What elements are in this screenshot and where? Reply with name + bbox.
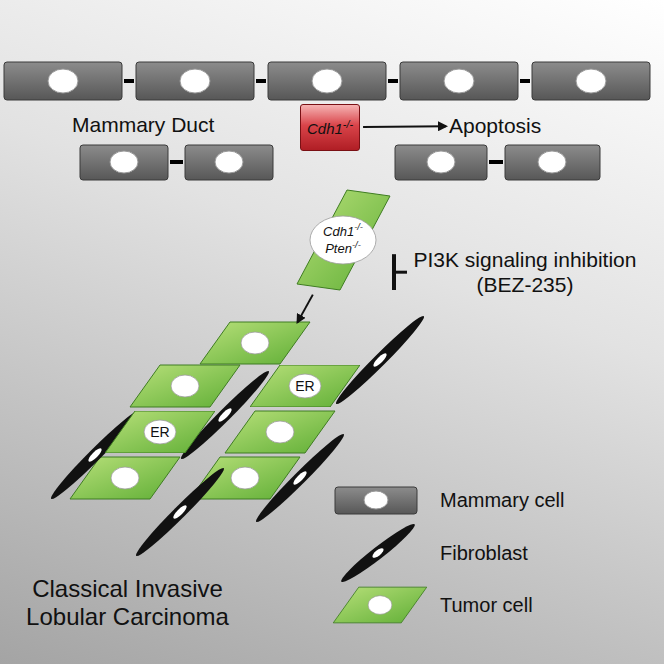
inhibition-connector bbox=[394, 271, 407, 274]
mammary-duct-row bbox=[4, 62, 650, 100]
tumor-cluster bbox=[47, 312, 428, 560]
genotype-superscript: -/- bbox=[354, 222, 363, 232]
receptor-label: ER bbox=[150, 424, 169, 440]
text-node: Apoptosis bbox=[449, 113, 541, 138]
tumor-cell: ER bbox=[250, 365, 360, 407]
legend-samples bbox=[333, 487, 427, 623]
text-group: ER bbox=[250, 365, 360, 407]
tumor-caption: Classical Invasive Lobular Carcinoma bbox=[10, 575, 245, 631]
text-line: Pten-/- bbox=[325, 240, 361, 258]
arrow-connector bbox=[363, 125, 446, 128]
legend-label: Fibroblast bbox=[440, 542, 528, 565]
gene-knockout-box: Cdh1-/- bbox=[300, 104, 360, 151]
text-group: Cdh1-/-Pten-/- bbox=[295, 188, 391, 292]
arrow-connector bbox=[297, 295, 312, 323]
genotype-superscript: -/- bbox=[352, 240, 361, 250]
cell-outline bbox=[295, 188, 391, 292]
legend-label: Mammary cell bbox=[440, 489, 564, 512]
tumor-region: Classical Invasive Lobular Carcinoma ER ER bbox=[10, 325, 405, 640]
text-group: ER bbox=[105, 411, 215, 453]
node-text: PI3K signaling inhibition (BEZ-235) bbox=[410, 247, 640, 297]
genotype-superscript: -/- bbox=[343, 118, 353, 130]
gene-name: Pten bbox=[325, 241, 352, 256]
text-line: Cdh1-/- bbox=[323, 222, 363, 240]
gene-name: Cdh1 bbox=[307, 120, 343, 137]
node-text: Apoptosis bbox=[449, 113, 541, 138]
mutant-cell: Cdh1-/-Pten-/- bbox=[295, 188, 391, 292]
text-node: PI3K signaling inhibition (BEZ-235) bbox=[410, 247, 640, 297]
legend-label: Tumor cell bbox=[440, 594, 533, 617]
section-label: Mammary Duct bbox=[72, 113, 214, 137]
tumor-cell: ER bbox=[105, 411, 215, 453]
gene-name: Cdh1 bbox=[323, 224, 354, 239]
receptor-label: ER bbox=[295, 378, 314, 394]
